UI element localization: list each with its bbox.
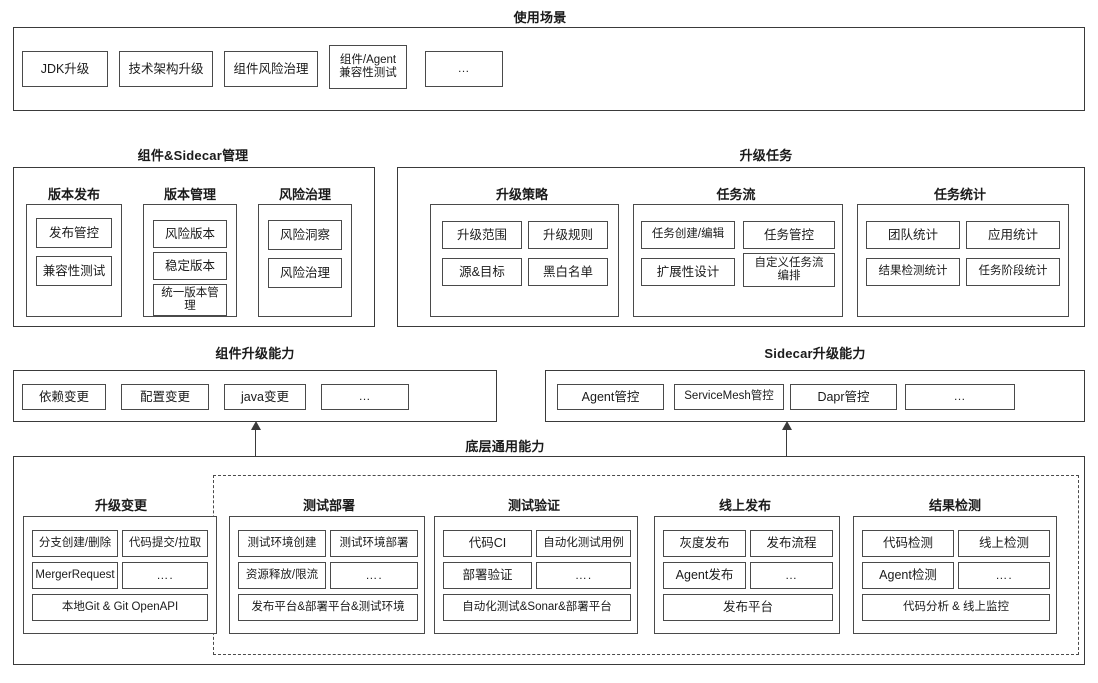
section-title-sidecar-upgrade-capability: Sidecar升级能力 (764, 346, 866, 361)
section-title-scenarios: 使用场景 (513, 10, 567, 25)
item-config-change[interactable]: 配置变更 (121, 384, 209, 410)
item-custom-task-flow-orchestration[interactable]: 自定义任务流 编排 (743, 253, 835, 287)
group-title-test-verify: 测试验证 (507, 498, 561, 513)
group-title-upgrade-change: 升级变更 (94, 498, 148, 513)
item-release-process[interactable]: 发布流程 (750, 530, 833, 557)
item-team-statistics[interactable]: 团队统计 (866, 221, 960, 249)
scenario-item-tech-arch[interactable]: 技术架构升级 (119, 51, 213, 87)
arrow-base-to-component-upgrade-head (251, 421, 261, 430)
group-title-version-release: 版本发布 (47, 187, 101, 202)
group-title-version-management: 版本管理 (163, 187, 217, 202)
item-result-check-more[interactable]: …. (958, 562, 1050, 589)
item-unified-version-management[interactable]: 统一版本管 理 (153, 284, 227, 316)
item-risk-governance[interactable]: 风险治理 (268, 258, 342, 288)
item-stable-version[interactable]: 稳定版本 (153, 252, 227, 280)
item-gray-release[interactable]: 灰度发布 (663, 530, 746, 557)
item-sidecar-upgrade-more[interactable]: … (905, 384, 1015, 410)
group-title-task-flow: 任务流 (716, 187, 756, 202)
item-auto-test-sonar-deploy-platform[interactable]: 自动化测试&Sonar&部署平台 (443, 594, 631, 621)
item-task-stage-statistics[interactable]: 任务阶段统计 (966, 258, 1060, 286)
arrow-base-to-sidecar-upgrade-line (786, 428, 787, 460)
item-black-white-list[interactable]: 黑白名单 (528, 258, 608, 286)
item-release-control[interactable]: 发布管控 (36, 218, 112, 248)
group-title-online-release: 线上发布 (718, 498, 772, 513)
section-title-component-upgrade-capability: 组件升级能力 (215, 346, 295, 361)
arrow-base-to-component-upgrade-line (255, 428, 256, 460)
item-branch-create-delete[interactable]: 分支创建/删除 (32, 530, 118, 557)
item-upgrade-rule[interactable]: 升级规则 (528, 221, 608, 249)
item-local-git-openapi[interactable]: 本地Git & Git OpenAPI (32, 594, 208, 621)
section-title-base-common-capability: 底层通用能力 (465, 439, 545, 454)
scenario-item-compat-test[interactable]: 组件/Agent 兼容性测试 (329, 45, 407, 89)
item-dapr-control[interactable]: Dapr管控 (790, 384, 897, 410)
item-online-release-more[interactable]: … (750, 562, 833, 589)
item-deploy-verify[interactable]: 部署验证 (443, 562, 532, 589)
item-component-upgrade-more[interactable]: … (321, 384, 409, 410)
group-title-upgrade-strategy: 升级策略 (495, 187, 549, 202)
item-upgrade-scope[interactable]: 升级范围 (442, 221, 522, 249)
item-dependency-change[interactable]: 依赖变更 (22, 384, 106, 410)
item-code-check[interactable]: 代码检测 (862, 530, 954, 557)
group-title-result-check: 结果检测 (928, 498, 982, 513)
item-agent-release[interactable]: Agent发布 (663, 562, 746, 589)
item-servicemesh-control[interactable]: ServiceMesh管控 (674, 384, 784, 410)
group-title-risk-governance: 风险治理 (278, 187, 332, 202)
item-online-check[interactable]: 线上检测 (958, 530, 1050, 557)
item-test-verify-more[interactable]: …. (536, 562, 631, 589)
item-test-env-deploy[interactable]: 测试环境部署 (330, 530, 418, 557)
item-risk-version[interactable]: 风险版本 (153, 220, 227, 248)
scenario-item-more[interactable]: … (425, 51, 503, 87)
item-agent-control[interactable]: Agent管控 (557, 384, 664, 410)
item-agent-check[interactable]: Agent检测 (862, 562, 954, 589)
item-compatibility-test[interactable]: 兼容性测试 (36, 256, 112, 286)
item-task-create-edit[interactable]: 任务创建/编辑 (641, 221, 735, 249)
scenario-item-risk-governance[interactable]: 组件风险治理 (224, 51, 318, 87)
group-title-test-deploy: 测试部署 (302, 498, 356, 513)
item-source-target[interactable]: 源&目标 (442, 258, 522, 286)
scenario-item-jdk[interactable]: JDK升级 (22, 51, 108, 87)
item-code-commit-pull[interactable]: 代码提交/拉取 (122, 530, 208, 557)
item-java-change[interactable]: java变更 (224, 384, 306, 410)
item-resource-release-throttle[interactable]: 资源释放/限流 (238, 562, 326, 589)
item-risk-insight[interactable]: 风险洞察 (268, 220, 342, 250)
item-result-check-statistics[interactable]: 结果检测统计 (866, 258, 960, 286)
item-merger-request[interactable]: MergerRequest (32, 562, 118, 589)
group-title-task-statistics: 任务统计 (933, 187, 987, 202)
item-upgrade-change-more[interactable]: …. (122, 562, 208, 589)
item-task-control[interactable]: 任务管控 (743, 221, 835, 249)
item-release-platform[interactable]: 发布平台 (663, 594, 833, 621)
item-release-deploy-test-platform[interactable]: 发布平台&部署平台&测试环境 (238, 594, 418, 621)
item-auto-test-case[interactable]: 自动化测试用例 (536, 530, 631, 557)
section-title-component-sidecar-mgmt: 组件&Sidecar管理 (137, 148, 249, 163)
item-extensibility-design[interactable]: 扩展性设计 (641, 258, 735, 286)
item-test-deploy-more[interactable]: …. (330, 562, 418, 589)
arrow-base-to-sidecar-upgrade-head (782, 421, 792, 430)
item-code-analysis-online-monitor[interactable]: 代码分析 & 线上监控 (862, 594, 1050, 621)
item-test-env-create[interactable]: 测试环境创建 (238, 530, 326, 557)
item-app-statistics[interactable]: 应用统计 (966, 221, 1060, 249)
section-title-upgrade-task: 升级任务 (739, 148, 793, 163)
item-code-ci[interactable]: 代码CI (443, 530, 532, 557)
